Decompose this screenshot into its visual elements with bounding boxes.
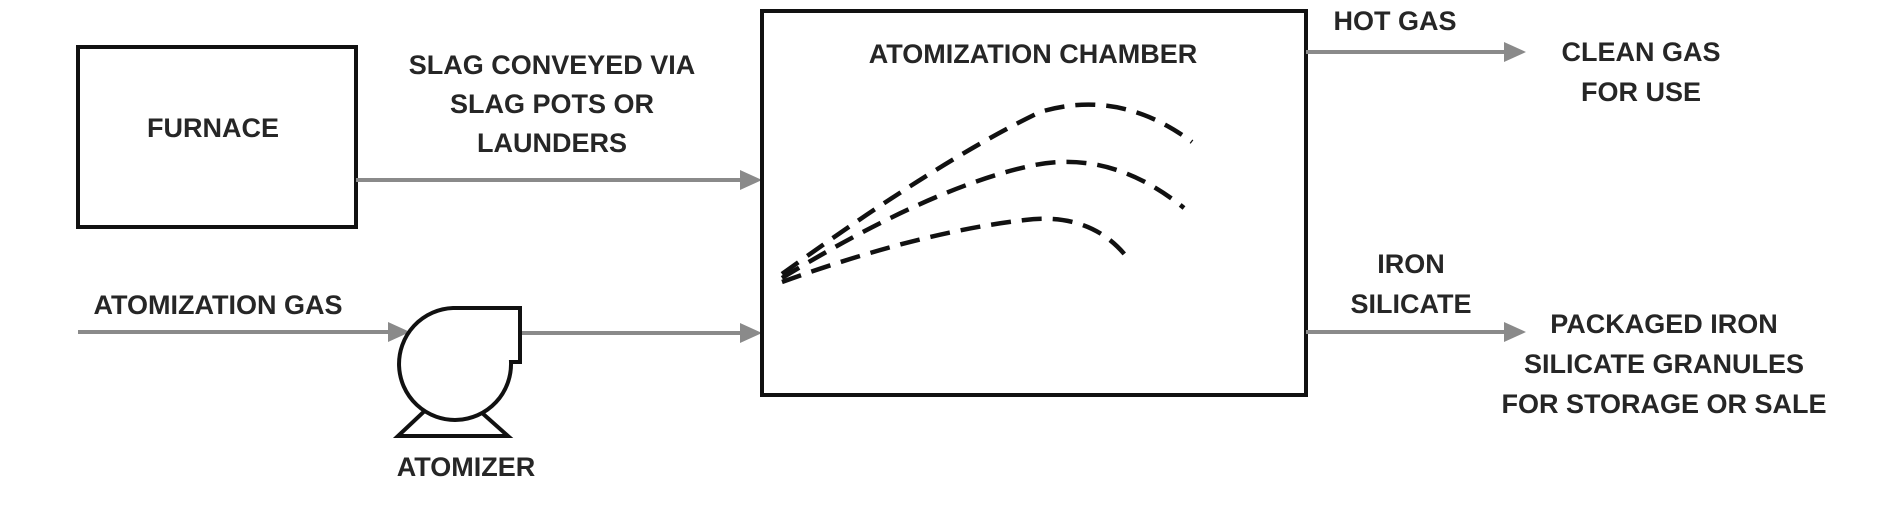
hot-gas-arrow — [1306, 42, 1526, 62]
atomization-gas-label: ATOMIZATION GAS — [94, 290, 343, 320]
slag-transfer-label: SLAG CONVEYED VIA SLAG POTS OR LAUNDERS — [409, 50, 696, 158]
atomizer-output-arrow — [522, 323, 762, 343]
atomizer-label: ATOMIZER — [397, 452, 536, 482]
atomizer-fan-icon — [397, 306, 522, 422]
atomization-chamber-label: ATOMIZATION CHAMBER — [869, 39, 1197, 69]
spray-trajectory-upper — [780, 102, 1194, 276]
atomizer-node: ATOMIZER — [392, 306, 536, 482]
furnace-label: FURNACE — [147, 113, 279, 143]
iron-silicate-line-2: SILICATE — [1351, 289, 1472, 319]
furnace-box — [76, 45, 358, 229]
atomizer-output-arrowhead — [740, 323, 762, 343]
hot-gas-arrowhead — [1504, 42, 1526, 62]
packaged-product-line-2: SILICATE GRANULES — [1524, 349, 1804, 379]
atomization-chamber-node: ATOMIZATION CHAMBER — [760, 9, 1308, 397]
slag-transfer-line-3: LAUNDERS — [477, 128, 627, 158]
iron-silicate-arrow — [1306, 322, 1526, 342]
atomization-gas-arrow — [78, 322, 410, 342]
slag-flow-arrow — [356, 170, 762, 190]
clean-gas-line-1: CLEAN GAS — [1561, 37, 1720, 67]
iron-silicate-arrowhead — [1504, 322, 1526, 342]
hot-gas-label: HOT GAS — [1333, 6, 1456, 36]
slag-flow-arrowhead — [740, 170, 762, 190]
packaged-product-label: PACKAGED IRON SILICATE GRANULES FOR STOR… — [1501, 309, 1826, 419]
atomization-gas-arrowhead — [388, 322, 410, 342]
packaged-product-line-1: PACKAGED IRON — [1550, 309, 1778, 339]
iron-silicate-label: IRON SILICATE — [1351, 249, 1472, 319]
slag-transfer-line-1: SLAG CONVEYED VIA — [409, 50, 696, 80]
atomization-chamber-box — [760, 9, 1308, 397]
spray-trajectory-middle — [780, 159, 1186, 280]
clean-gas-label: CLEAN GAS FOR USE — [1561, 37, 1720, 107]
furnace-node: FURNACE — [76, 45, 358, 229]
slag-transfer-line-2: SLAG POTS OR — [450, 89, 654, 119]
packaged-product-line-3: FOR STORAGE OR SALE — [1501, 389, 1826, 419]
clean-gas-line-2: FOR USE — [1581, 77, 1701, 107]
spray-pattern — [780, 102, 1194, 285]
spray-trajectory-lower — [781, 216, 1128, 285]
iron-silicate-line-1: IRON — [1377, 249, 1445, 279]
